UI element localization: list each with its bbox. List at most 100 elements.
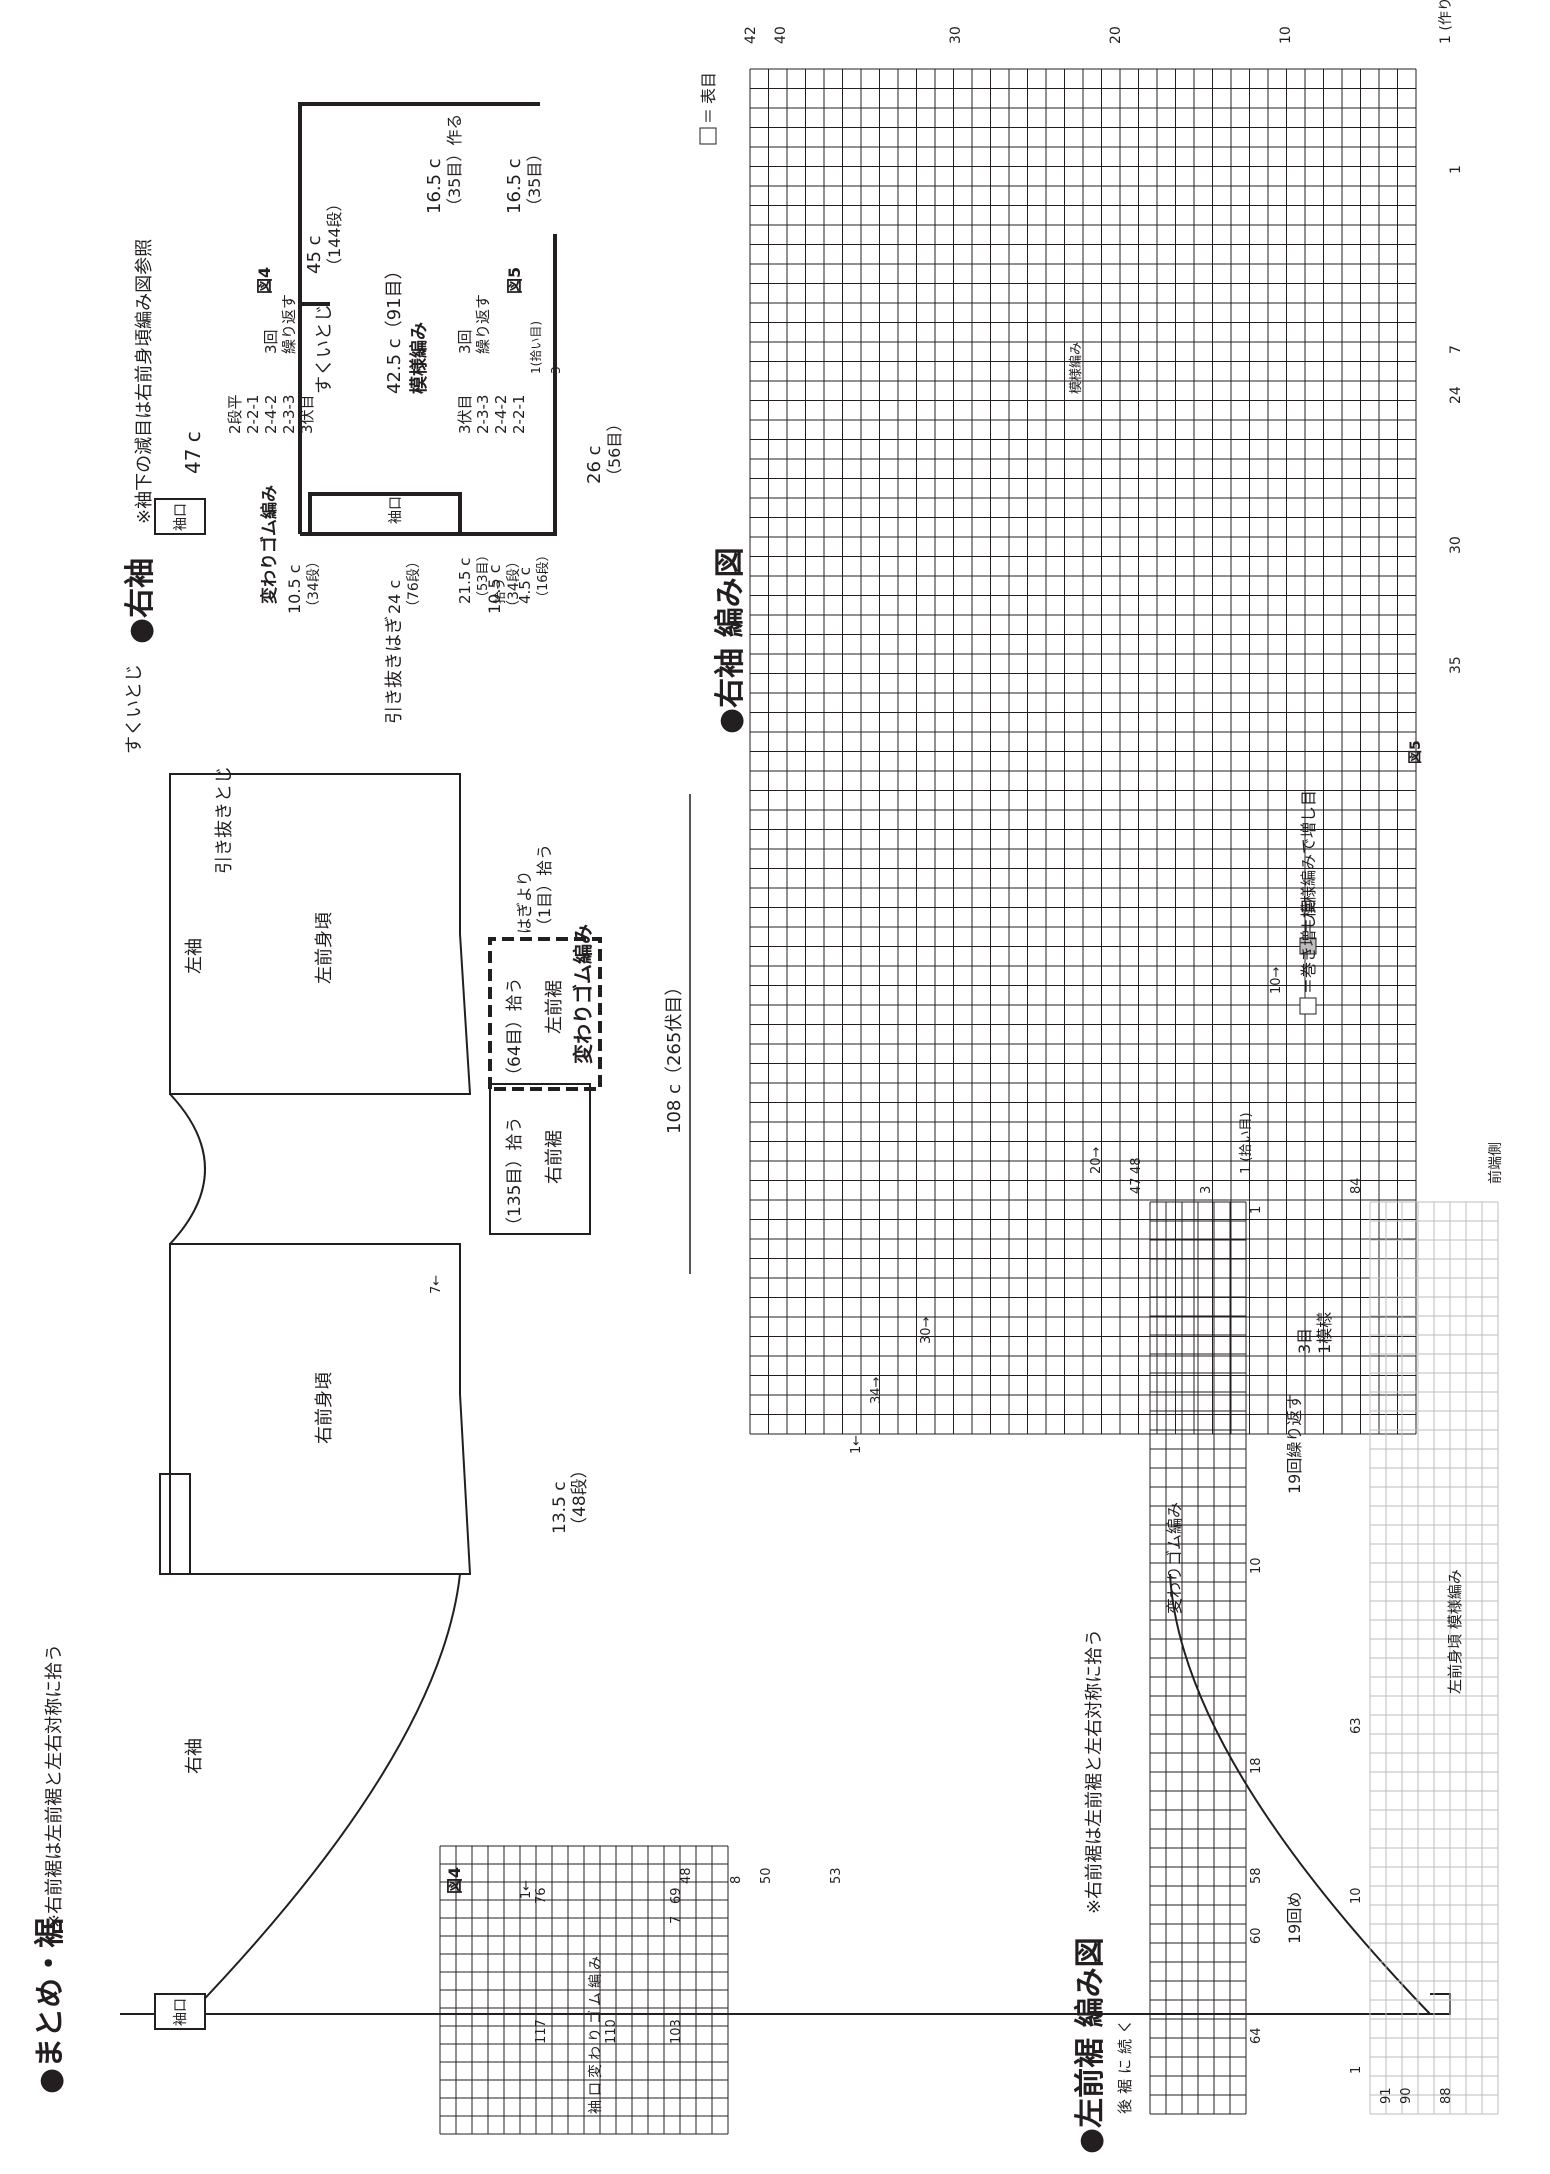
hem-body-label: 左前身頃 模様編み (1446, 1569, 1464, 1694)
fig4-cuff-5: ゴ (587, 2010, 604, 2024)
mark-10: 10→ (1269, 966, 1284, 994)
body-col-84: 84 (1349, 1177, 1364, 1194)
hem-col-1: 1 (1249, 1206, 1264, 1214)
fig4-col-7: 7 (669, 1916, 684, 1924)
hagi-yori-2: （1目）拾う (535, 844, 554, 934)
hikinuki-hagi-label: 引き抜きはぎ (384, 616, 405, 724)
sleeve-chart-heading: ●右袖 編み図 (713, 547, 748, 734)
right-1: 16.5 c (504, 158, 525, 214)
dec-right-0: 3伏目 (456, 394, 474, 434)
left-dim-rows: （34段） (306, 554, 322, 614)
bottom-width: 26 c (584, 445, 605, 484)
col-label-30: 30 (1448, 536, 1464, 554)
fig4-col-69: 69 (669, 1887, 684, 1904)
sleeve-outline (298, 102, 557, 536)
sleeve-cuff-label: 袖口 (388, 496, 404, 524)
neck-curve (169, 1093, 206, 1245)
pattern-block-label: 模様編み (1068, 342, 1084, 394)
fig4-label: 図4 (445, 1867, 464, 1894)
body-col-63: 63 (1349, 1717, 1364, 1734)
mark-7: 7← (429, 1275, 444, 1294)
body-bottom-91: 91 (1379, 2087, 1394, 2104)
cuff-box-left (154, 498, 206, 535)
fig4-cuff-6: ム (588, 1992, 604, 2006)
hem-unit-2: 1模様 (1315, 1312, 1334, 1354)
hem-height-label: 13.5 c (550, 1481, 570, 1534)
fig4-col-8: 8 (729, 1876, 744, 1884)
cuff-box (308, 492, 462, 536)
body-col-10: 10 (1349, 1887, 1364, 1904)
fig4-grid (439, 1845, 729, 2135)
mark-34: 34→ (869, 1376, 884, 1404)
dec-left-1: 2-2-1 (244, 395, 262, 434)
hem-chart-heading: ●左前裾 編み図 (1073, 1937, 1108, 2154)
dec-right-3: 2-2-1 (510, 395, 528, 434)
left-dim: 10.5 c (285, 564, 304, 614)
right-dim: 10.5 c (485, 564, 504, 614)
sleeve-top-edge (298, 102, 540, 534)
hem-back-1: 裾 (1116, 2079, 1134, 2094)
rep-left-1: 繰り返す (280, 294, 298, 354)
hem-row-48: 48 (1129, 1157, 1144, 1174)
sukui-toji-top: すくいとじ (124, 664, 145, 754)
right-front-body-label: 右前身頃 (314, 1372, 335, 1444)
hem-col-64: 64 (1249, 2027, 1264, 2044)
right-front-body (169, 1243, 472, 1575)
hem-col-60: 60 (1249, 1927, 1264, 1944)
fig4-col-117: 117 (534, 2019, 549, 2044)
cuff-w3: 拾う (493, 578, 508, 604)
fig4-ref: 図4 (255, 267, 274, 294)
col-label-35: 35 (1448, 656, 1464, 674)
fig4-cuff-4: り (588, 2028, 604, 2042)
rep-right-1: 繰り返す (474, 294, 492, 354)
hem-col-10: 10 (1249, 1557, 1264, 1574)
rep-right-0: 3回 (456, 329, 474, 354)
left-edge (120, 1993, 1451, 2015)
row-label-20: 20 (1108, 26, 1124, 44)
sleeve-width-top: 45 c (304, 235, 325, 274)
pick-135-label: （135目）拾う (505, 1117, 525, 1234)
right-front-hem-label: 右前裾 (544, 1130, 565, 1184)
fig4-col-48: 48 (679, 1867, 694, 1884)
row-label-42: 42 (743, 26, 759, 44)
hem-body-chart (1369, 1201, 1499, 2115)
rep-left-0: 3回 (262, 329, 280, 354)
fig4-cuff-labels: 袖 口 変 わ り ゴ ム 編 み (587, 1956, 604, 2114)
hem-chart-section: ●左前裾 編み図 ※右前裾は左前裾と左右対称に拾う 48 47 3 1 (拾い目… (1073, 1112, 1504, 2154)
dec-left-4: 3伏目 (298, 394, 316, 434)
legend-wrap-box (1299, 997, 1317, 1015)
right-2: （35目） (525, 146, 544, 214)
legend: ＝ 表目 ＝模様編みで増し目 ＝巻き増し目 (699, 72, 1318, 1015)
row-label-40: 40 (773, 26, 789, 44)
col-label-24: 24 (1448, 386, 1464, 404)
fig5-ref: 図5 (505, 267, 524, 294)
cuff-label-right: 袖口 (173, 1998, 189, 2026)
left-front-hem-box (488, 937, 602, 1091)
cuff-h2: （16段） (536, 548, 551, 604)
hem-col-18: 18 (1249, 1757, 1264, 1774)
hem-body-cols: 84 63 10 1 91 90 88 (1349, 1177, 1454, 2104)
hem-row-1: 1 (拾い目) (1239, 1112, 1254, 1174)
dec-right-1: 2-3-3 (474, 395, 492, 434)
dec-left-0: 2段平 (226, 394, 244, 434)
fig4-section: 図4 117 110 103 76 69 48 50 53 1← 7 8 1(拾… (439, 321, 844, 2135)
hagi-yori-1: はぎより (515, 870, 534, 934)
pattern-label: 模様編み (408, 322, 430, 394)
sleeve-cuff-rib: 変わりゴム編み (259, 485, 280, 604)
dec-right-list: 3伏目 2-3-3 2-4-2 2-2-1 3回 繰り返す (456, 294, 528, 434)
cuff-box-right (154, 1993, 206, 2030)
sleeve-chart-row-labels: 42 40 30 20 10 1 (作り目) (743, 0, 1454, 44)
hem-rib-label: 変わりゴム編み (571, 924, 595, 1064)
assembly-note: ※右前裾は左前裾と左右対称に拾う (44, 1644, 65, 1929)
dec-left-3: 2-3-3 (280, 395, 298, 434)
hikinuki-toji-label: 引き抜きとじ (214, 766, 235, 874)
hem-back-4: く (1116, 2019, 1134, 2034)
right-front-body-top (159, 1473, 191, 1575)
col-label-7: 7 (1448, 345, 1464, 354)
right-sleeve-heading: ●右袖 (123, 558, 158, 644)
hem-back-0: 後 (1116, 2099, 1134, 2114)
sleeve-width-top-rows: （144段） (325, 195, 344, 274)
cast-on-2: （35目）作る (445, 114, 464, 214)
fig4-col-76: 76 (534, 1887, 549, 1904)
